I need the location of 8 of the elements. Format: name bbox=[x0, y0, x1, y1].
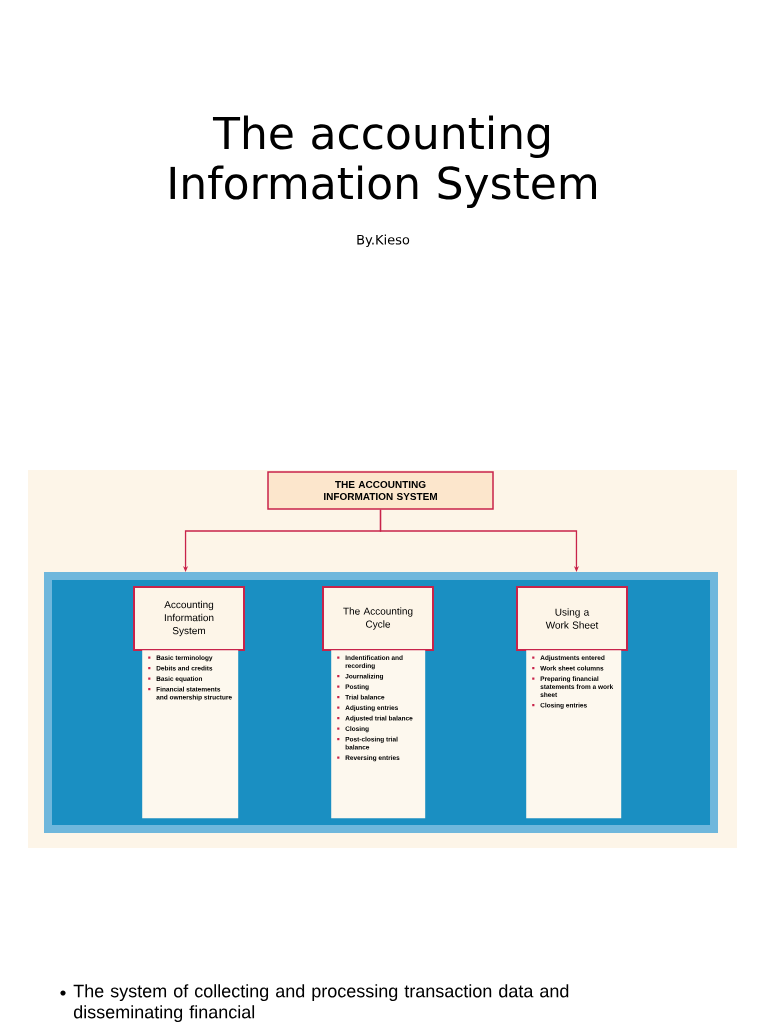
subtitle: By.Kieso bbox=[357, 234, 410, 248]
bullet-text: The system of collecting and processing transaction data and disseminating financial bbox=[73, 984, 569, 1022]
heading-box: Accounting Information System bbox=[133, 586, 245, 651]
heading-box: The Accounting Cycle bbox=[322, 586, 434, 651]
arrow bbox=[379, 509, 580, 572]
title: The accounting Information System bbox=[170, 115, 596, 209]
heading-box: Using a Work Sheet bbox=[516, 586, 628, 651]
title-box: THE ACCOUNTING INFORMATION SYSTEM bbox=[267, 471, 494, 510]
